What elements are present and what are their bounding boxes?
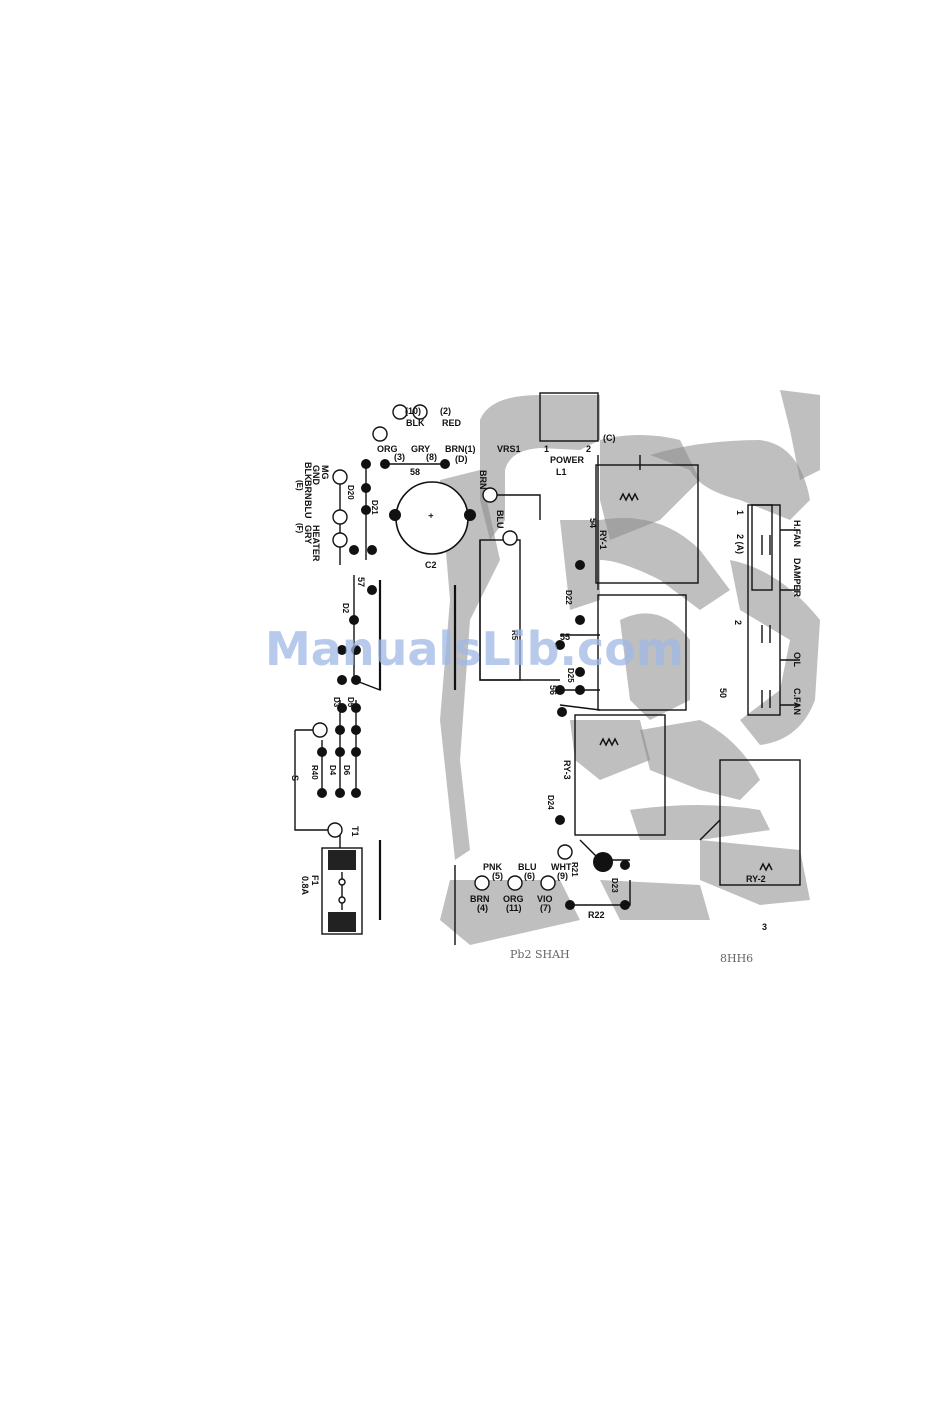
left-wire-labels: MG GND HEATER BLK BRN BLU GRY (E) (F) [295,462,330,562]
f-label: (F) [295,523,304,534]
transformer-fuse-labels: T1 S F1 0.8A [290,775,360,896]
wire-label: RED [442,418,462,428]
ol-label: O.L [792,652,802,668]
wire-color-labels-top: (10) (2) BLK RED ORG GRY BRN(1) (3) (8) … [377,406,476,464]
bottom-connector-labels: PNK (5) BLU (6) WHT (9) BRN (4) ORG (11)… [470,862,572,913]
wire-label: PNK [483,862,503,872]
wire-label: ORG [503,894,524,904]
right-output-labels: H.FAN DAMPER O.L C.FAN [792,520,802,715]
label-57: 57 [356,577,366,587]
c2-label: C2 [425,560,437,570]
d20-label: D20 [346,485,355,500]
d23-label: D23 [610,878,619,893]
t1-label: T1 [350,826,360,837]
wire-label: (2) [440,406,451,416]
wire-label: GRY [411,444,430,454]
relay-labels: RY-1 RY-2 RY-3 [562,530,766,884]
num-50: 50 [718,688,728,698]
d6-label: D6 [342,765,351,776]
wire-label: (3) [394,452,405,462]
fuse-rating: 0.8A [300,876,310,896]
pin1-label: 1 [544,444,549,454]
r21-label: R21 [570,862,579,877]
blk-label: BLK [303,462,313,481]
num-55: 55 [560,632,570,642]
hfan-label: H.FAN [792,520,802,547]
wire-label: BLK [406,418,425,428]
d4-label: D4 [328,765,337,776]
num-2a: 2 (A) [735,534,745,554]
wire-label: VIO [537,894,553,904]
wire-label: ORG [377,444,398,454]
wire-label: (D) [455,454,468,464]
fuse-f1 [321,847,363,935]
d22-label: D22 [564,590,573,605]
power-label: POWER [550,455,585,465]
wire-label: (11) [506,903,522,913]
cfan-label: C.FAN [792,688,802,715]
top-connector-labels: POWER VRS1 L1 (C) 1 2 [497,433,616,477]
wire-label: (9) [557,871,568,881]
wire-label: WHT [551,862,572,872]
num-56: 56 [548,685,558,695]
num-3: 3 [762,922,767,932]
num-1: 1 [735,510,745,515]
wire-label: (7) [540,903,551,913]
l1-label: L1 [556,467,567,477]
blu-side-label: BLU [495,510,505,529]
num-54: 54 [588,518,598,528]
handwritten-left: Pb2 SHAH [510,948,570,961]
connector-rings [312,404,573,891]
wire-label: (8) [426,452,437,462]
damper-label: DAMPER [792,558,802,598]
ry2-label: RY-2 [746,874,766,884]
svg-text:+: + [426,513,436,518]
s-label: S [290,775,300,781]
brn-label: BRN [303,480,313,500]
handwritten-notes: Pb2 SHAH 8HH6 [510,948,753,965]
r40-label: R40 [310,765,319,780]
solder-pads [317,459,630,910]
d2-label: D2 [341,603,350,614]
watermark: ManualsLib.com [265,622,684,676]
wire-label: BLU [518,862,537,872]
wire-label: (4) [477,903,488,913]
blu-label: BLU [303,500,313,519]
wiring [294,455,800,945]
d5-label: D5 [346,697,355,708]
d24-label: D24 [546,795,555,810]
gry-label: GRY [303,525,313,544]
brn-side-label: BRN [478,470,488,490]
mg-label: MG [320,465,330,480]
wire-label: (5) [492,871,503,881]
label-58: 58 [410,467,420,477]
wire-label: BRN [470,894,490,904]
r5-label: R5 [510,630,519,641]
handwritten-right: 8HH6 [720,952,753,965]
c-label: (C) [603,433,616,443]
ry3-label: RY-3 [562,760,572,780]
pin2-label: 2 [586,444,591,454]
wire-label: (10) [405,406,421,416]
relay-coils [599,492,773,872]
wire-label: (6) [524,871,535,881]
d3-label: D3 [332,697,341,708]
center-numbers: 54 55 56 50 2 1 2 (A) 3 [548,510,767,932]
num-2: 2 [733,620,743,625]
side-wire-labels: BRN BLU [478,470,505,529]
wire-label: BRN(1) [445,444,476,454]
d21-label: D21 [370,500,379,515]
heater-label: HEATER [311,525,321,562]
gnd-label: GND [311,465,321,486]
fuse-label: F1 [310,875,320,886]
component-labels: D20 D21 D2 D3 D5 D4 D6 D22 D23 D24 D25 R… [310,485,619,920]
vrs1-label: VRS1 [497,444,521,454]
r22-label: R22 [588,910,605,920]
component-outlines [479,392,801,886]
ry1-label: RY-1 [598,530,608,550]
d25-label: D25 [566,668,575,683]
e-label: (E) [295,480,304,491]
